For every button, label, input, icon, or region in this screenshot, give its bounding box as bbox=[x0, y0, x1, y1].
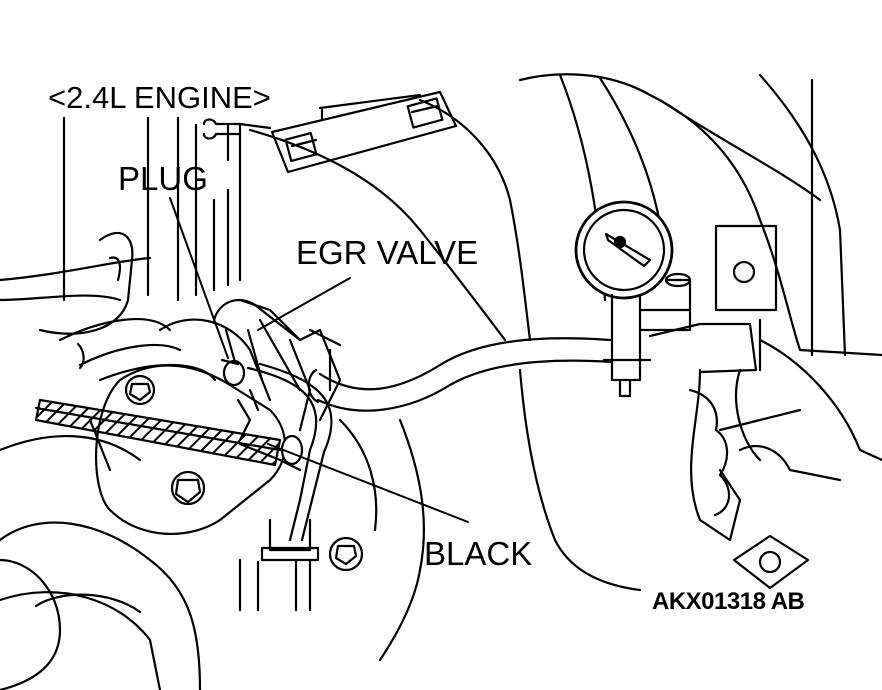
vacuum-pump-gauge bbox=[576, 202, 882, 540]
engine-outline bbox=[0, 74, 882, 690]
black-hose bbox=[36, 400, 280, 465]
leader-lines bbox=[170, 198, 468, 522]
gauge-hose bbox=[309, 338, 612, 410]
right-bracket bbox=[716, 226, 776, 310]
plug-nipple bbox=[222, 360, 244, 385]
black-hose-label: BLACK bbox=[424, 535, 533, 572]
left-hoses bbox=[0, 233, 215, 380]
egr-valve-body bbox=[90, 300, 340, 534]
bolt-bottom bbox=[330, 538, 362, 570]
vacuum-hose-loop bbox=[240, 364, 331, 610]
egr-valve-label: EGR VALVE bbox=[296, 234, 479, 271]
engine-callout-lines bbox=[64, 110, 322, 300]
engine-label: <2.4L ENGINE> bbox=[48, 80, 271, 115]
figure-code: AKX01318 AB bbox=[652, 588, 805, 615]
mount-bracket bbox=[734, 536, 808, 588]
top-bracket bbox=[204, 92, 456, 172]
plug-label: PLUG bbox=[118, 160, 208, 197]
